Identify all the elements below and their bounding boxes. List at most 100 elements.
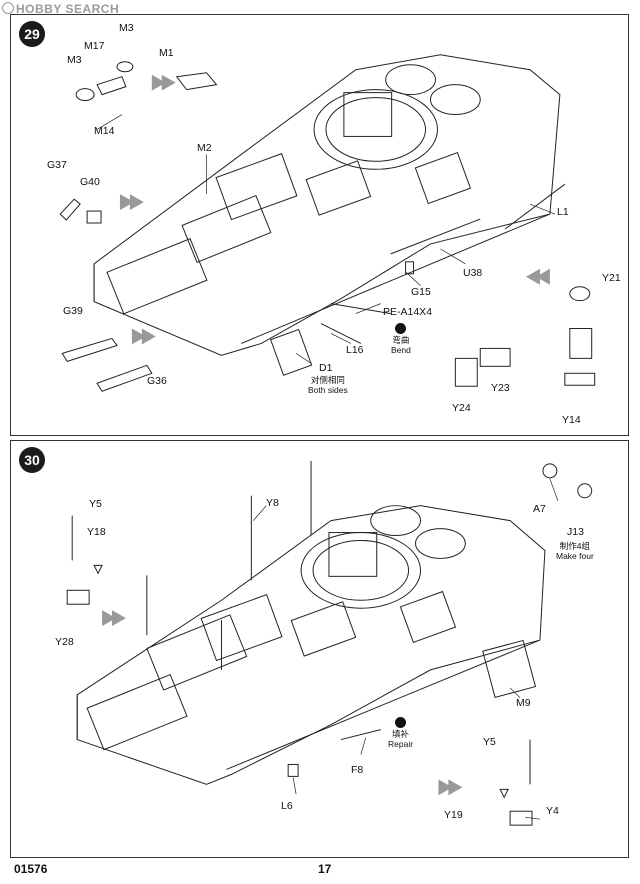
- step-30-panel: 30: [10, 440, 629, 858]
- label-y14: Y14: [562, 414, 581, 426]
- label-y19: Y19: [444, 809, 463, 821]
- step-29-panel: 29: [10, 14, 629, 436]
- part-m17: [96, 76, 127, 96]
- grille-b: [181, 194, 272, 263]
- part-y28: [66, 589, 90, 605]
- label-u38: U38: [463, 267, 483, 279]
- part-l1-rod: [504, 183, 566, 230]
- grille-b: [146, 614, 248, 691]
- hatch-b: [415, 528, 466, 559]
- bend-note-en: Bend: [391, 345, 411, 355]
- part-m3b: [116, 61, 134, 73]
- part-l1: [414, 151, 472, 205]
- d1-note: 对侧相同 Both sides: [308, 375, 348, 395]
- rod-pe: [330, 303, 391, 315]
- part-m9: [482, 639, 537, 698]
- part-j13: [577, 483, 593, 499]
- label-j13: J13: [567, 526, 584, 538]
- arrow-g: [119, 194, 144, 211]
- d1-note-cn: 对侧相同: [310, 375, 345, 385]
- d1-note-en: Both sides: [308, 385, 348, 395]
- label-m17: M17: [84, 40, 105, 52]
- bend-note-cn: 弯曲: [392, 335, 410, 345]
- grille-a: [86, 673, 188, 751]
- step-number-30: 30: [19, 447, 45, 473]
- hatch-e: [399, 590, 457, 644]
- hatch-d: [305, 160, 372, 216]
- turret-ring: [300, 532, 422, 609]
- repair-note-en: Repair: [388, 739, 414, 749]
- repair-note-cn: 填补: [392, 729, 410, 739]
- j13-note-en: Make four: [556, 551, 594, 561]
- label-d1: D1: [319, 362, 333, 374]
- bend-note: 弯曲 Bend: [391, 323, 411, 355]
- label-l6: L6: [281, 800, 293, 812]
- part-a7: [542, 463, 558, 479]
- hatch-a: [385, 64, 436, 96]
- label-m3b: M3: [67, 54, 82, 66]
- step-29-drawing: [59, 54, 596, 392]
- footer-code: 01576: [14, 862, 48, 876]
- hatch-a: [370, 505, 422, 537]
- label-l16: L16: [346, 344, 364, 356]
- part-g37: [59, 198, 81, 221]
- hatch-d: [290, 601, 357, 657]
- part-m1: [175, 72, 218, 91]
- part-d1: [270, 328, 313, 376]
- turret-ring: [313, 89, 438, 170]
- label-m3a: M3: [119, 22, 134, 34]
- part-g36: [96, 364, 153, 392]
- label-y8: Y8: [266, 497, 279, 509]
- part-y18: [93, 564, 103, 575]
- footer-page-number: 17: [318, 862, 332, 876]
- hatch-c: [200, 593, 283, 662]
- part-l16: [320, 323, 362, 344]
- grille-a: [106, 238, 208, 315]
- label-y28: Y28: [55, 636, 74, 648]
- turret-box: [328, 532, 378, 577]
- part-y4: [509, 810, 533, 826]
- label-g40: G40: [80, 176, 100, 188]
- turret-box: [343, 92, 393, 137]
- step-number-29: 29: [19, 21, 45, 47]
- label-g39: G39: [63, 305, 83, 317]
- hatch-b: [429, 84, 481, 116]
- label-m14: M14: [94, 125, 115, 137]
- arrow-y28: [102, 610, 126, 627]
- part-g15: [405, 261, 415, 275]
- hatch-c: [215, 153, 298, 221]
- rod-u38: [390, 218, 481, 255]
- label-f8: F8: [351, 764, 364, 776]
- part-l6: [287, 763, 299, 777]
- repair-note: 填补 Repair: [388, 717, 413, 749]
- hull-side: [93, 213, 551, 344]
- arrow-m: [151, 74, 176, 91]
- label-m1: M1: [159, 47, 174, 59]
- bend-icon: [395, 323, 407, 334]
- label-y23: Y23: [491, 382, 510, 394]
- watermark-logo: HOBBY SEARCH: [2, 2, 119, 16]
- step-30-drawing: [66, 460, 593, 826]
- part-y24: [454, 357, 478, 387]
- arrow-g36: [131, 328, 156, 345]
- part-f8: [340, 729, 381, 741]
- label-y21: Y21: [602, 272, 621, 284]
- label-y5b: Y5: [483, 736, 496, 748]
- label-a7: A7: [533, 503, 546, 515]
- arrow-y4: [438, 779, 463, 796]
- label-g15: G15: [411, 286, 431, 298]
- logo-icon: [2, 2, 14, 14]
- label-y18: Y18: [87, 526, 106, 538]
- part-m3a: [75, 88, 95, 102]
- label-g37: G37: [47, 159, 67, 171]
- label-y4: Y4: [546, 805, 559, 817]
- part-y14-a: [569, 328, 593, 359]
- j13-note-cn: 制作4组: [559, 541, 591, 551]
- arrow-y21: [526, 268, 550, 285]
- watermark-text: HOBBY SEARCH: [16, 2, 120, 16]
- hull-outline: [76, 505, 546, 785]
- part-y23: [479, 347, 511, 367]
- label-y24: Y24: [452, 402, 471, 414]
- label-m9: M9: [516, 697, 531, 709]
- label-g36: G36: [147, 375, 167, 387]
